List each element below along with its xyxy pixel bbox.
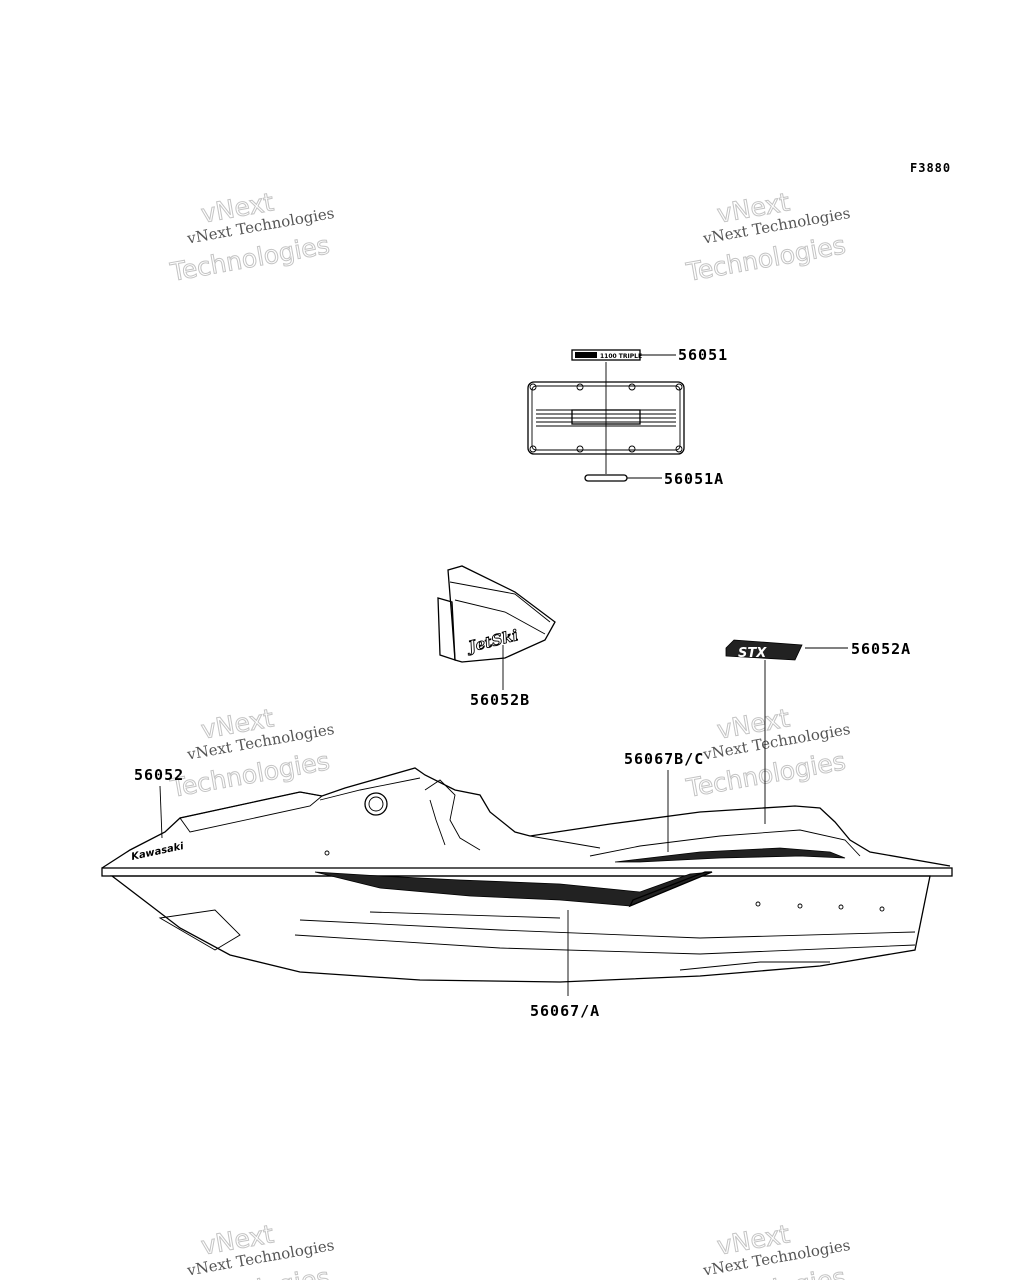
emblem-text: 1100 TRIPLE bbox=[600, 353, 642, 360]
jetski-logo-text: JetSki bbox=[464, 626, 521, 656]
callout-56051[interactable]: 56051 bbox=[678, 346, 728, 364]
watermark-bottom-right: vNext vNext Technologies Technologies bbox=[683, 1219, 852, 1280]
kawasaki-logo-text: Kawasaki bbox=[130, 841, 185, 863]
decal-stx-56052A[interactable]: STX bbox=[725, 639, 803, 661]
decal-56051A[interactable] bbox=[584, 474, 628, 482]
watermark-top-left: vNext vNext Technologies Technologies bbox=[167, 187, 336, 288]
watermark-bottom-left: vNext vNext Technologies Technologies bbox=[167, 1219, 336, 1280]
stx-logo-text: STX bbox=[738, 646, 767, 661]
callout-56052A[interactable]: 56052A bbox=[851, 640, 911, 658]
callout-56067-A[interactable]: 56067/A bbox=[530, 1002, 600, 1020]
decal-panel-56052B[interactable]: JetSki bbox=[437, 565, 556, 663]
callout-56051A[interactable]: 56051A bbox=[664, 470, 724, 488]
emblem-56051[interactable]: 1100 TRIPLE bbox=[571, 349, 642, 361]
figure-code: F3880 bbox=[910, 161, 951, 175]
watermark-mid-right: vNext vNext Technologies Technologies bbox=[683, 703, 852, 804]
callout-56052[interactable]: 56052 bbox=[134, 766, 184, 784]
callout-56067B-C[interactable]: 56067B/C bbox=[624, 750, 704, 768]
watermark-top-right: vNext vNext Technologies Technologies bbox=[683, 187, 852, 288]
deck-stripe-decal bbox=[614, 847, 846, 863]
watermark-mid-left: vNext vNext Technologies Technologies bbox=[167, 703, 336, 804]
side-graphic-decal bbox=[314, 871, 713, 907]
watercraft-hull: Kawasaki bbox=[101, 767, 953, 983]
callout-56052B[interactable]: 56052B bbox=[470, 691, 530, 709]
leader-line bbox=[159, 785, 163, 839]
